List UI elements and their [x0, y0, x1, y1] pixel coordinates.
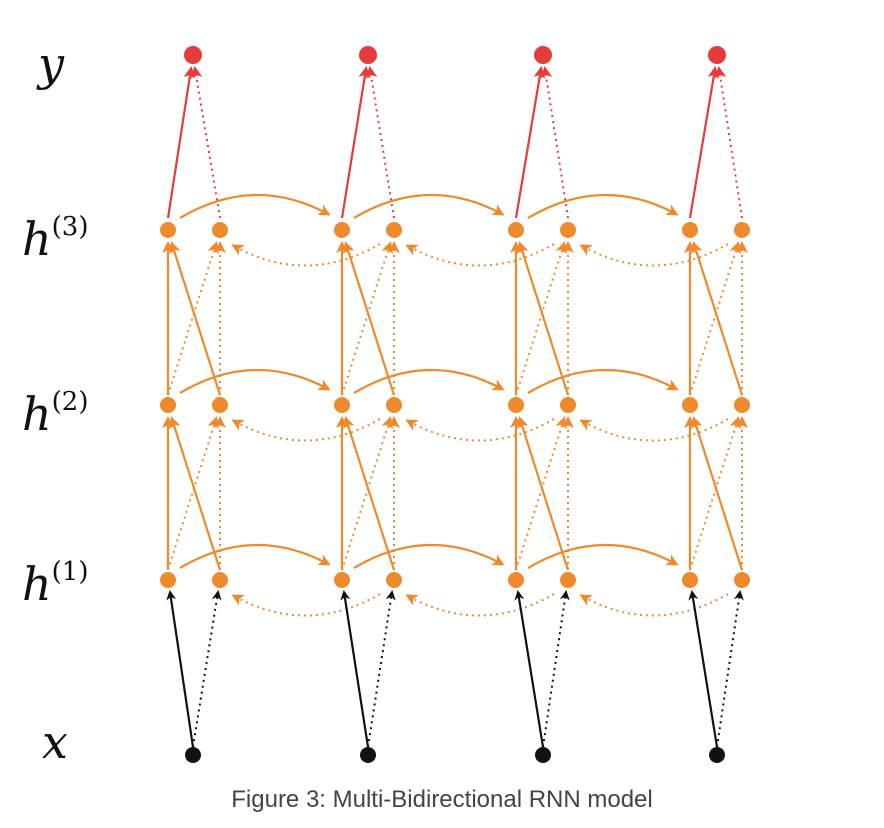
- input-to-backward-edge: [367, 590, 396, 748]
- forward-to-output-edge: [688, 66, 720, 219]
- output-node: [359, 46, 377, 64]
- forward-hidden-node: [682, 222, 698, 238]
- backward-recurrent-edge: [405, 593, 555, 617]
- backward-hidden-node: [386, 222, 402, 238]
- backward-to-forward-edge: [343, 416, 396, 571]
- row-label-x: x: [42, 715, 68, 769]
- forward-hidden-node: [334, 222, 350, 238]
- backward-to-forward-edge: [343, 241, 396, 396]
- backward-hidden-node: [560, 397, 576, 413]
- backward-to-output-edge: [190, 66, 221, 219]
- backward-hidden-node: [560, 572, 576, 588]
- backward-to-output-edge: [365, 66, 395, 219]
- backward-to-output-edge: [540, 66, 569, 219]
- backward-recurrent-edge: [405, 243, 555, 267]
- forward-recurrent-edge: [179, 368, 331, 394]
- forward-to-backward-edge: [167, 241, 219, 396]
- backward-hidden-node: [212, 397, 228, 413]
- output-node: [184, 46, 202, 64]
- row-labels: y h(3) h(2) h(1) x: [22, 37, 88, 769]
- input-node: [185, 747, 201, 763]
- input-to-forward-edge: [688, 590, 719, 748]
- forward-to-backward-edge: [341, 416, 393, 571]
- forward-to-backward-edge: [341, 241, 393, 396]
- backward-recurrent-edge: [579, 418, 729, 442]
- backward-hidden-node: [734, 222, 750, 238]
- backward-recurrent-edge: [231, 243, 381, 267]
- forward-hidden-node: [160, 222, 176, 238]
- backward-hidden-node: [212, 222, 228, 238]
- forward-to-backward-edge: [167, 416, 219, 571]
- forward-recurrent-edge: [179, 193, 331, 219]
- figure-caption: Figure 3: Multi-Bidirectional RNN model: [231, 786, 653, 813]
- input-to-backward-edge: [716, 590, 744, 748]
- connections: [162, 66, 748, 748]
- rnn-diagram: y h(3) h(2) h(1) x: [22, 37, 750, 769]
- forward-to-backward-edge: [515, 241, 567, 396]
- forward-hidden-node: [334, 397, 350, 413]
- forward-hidden-node: [682, 397, 698, 413]
- input-to-forward-edge: [340, 590, 370, 748]
- backward-recurrent-edge: [405, 418, 555, 442]
- input-to-forward-edge: [514, 590, 545, 748]
- forward-recurrent-edge: [179, 543, 331, 569]
- forward-recurrent-edge: [527, 368, 679, 394]
- forward-hidden-node: [508, 397, 524, 413]
- forward-to-backward-edge: [689, 241, 741, 396]
- row-label-h2: h(2): [22, 387, 88, 441]
- forward-recurrent-edge: [353, 368, 505, 394]
- row-label-h1: h(1): [22, 557, 88, 611]
- input-node: [360, 747, 376, 763]
- input-node: [535, 747, 551, 763]
- output-node: [708, 46, 726, 64]
- forward-hidden-node: [160, 397, 176, 413]
- backward-to-forward-edge: [517, 241, 570, 396]
- backward-hidden-node: [560, 222, 576, 238]
- backward-hidden-node: [212, 572, 228, 588]
- backward-hidden-node: [734, 397, 750, 413]
- output-node: [534, 46, 552, 64]
- row-label-y: y: [36, 37, 65, 91]
- forward-to-output-edge: [340, 66, 371, 219]
- input-node: [709, 747, 725, 763]
- forward-to-backward-edge: [515, 416, 567, 571]
- backward-recurrent-edge: [231, 593, 381, 617]
- input-to-backward-edge: [542, 590, 570, 748]
- input-to-backward-edge: [192, 590, 222, 748]
- forward-to-output-edge: [166, 66, 196, 219]
- backward-to-forward-edge: [517, 416, 570, 571]
- backward-recurrent-edge: [231, 418, 381, 442]
- forward-hidden-node: [682, 572, 698, 588]
- row-label-h3: h(3): [22, 212, 88, 266]
- backward-recurrent-edge: [579, 243, 729, 267]
- backward-hidden-node: [386, 397, 402, 413]
- forward-hidden-node: [160, 572, 176, 588]
- forward-to-output-edge: [514, 66, 546, 219]
- forward-recurrent-edge: [527, 193, 679, 219]
- forward-hidden-node: [508, 572, 524, 588]
- forward-hidden-node: [508, 222, 524, 238]
- forward-to-backward-edge: [689, 416, 741, 571]
- backward-recurrent-edge: [579, 593, 729, 617]
- backward-to-forward-edge: [691, 416, 744, 571]
- forward-recurrent-edge: [353, 543, 505, 569]
- backward-to-output-edge: [714, 66, 743, 219]
- backward-to-forward-edge: [169, 241, 222, 396]
- backward-to-forward-edge: [691, 241, 744, 396]
- input-to-forward-edge: [166, 590, 195, 748]
- forward-recurrent-edge: [527, 543, 679, 569]
- backward-hidden-node: [386, 572, 402, 588]
- backward-hidden-node: [734, 572, 750, 588]
- backward-to-forward-edge: [169, 416, 222, 571]
- forward-hidden-node: [334, 572, 350, 588]
- forward-recurrent-edge: [353, 193, 505, 219]
- nodes: [160, 46, 750, 763]
